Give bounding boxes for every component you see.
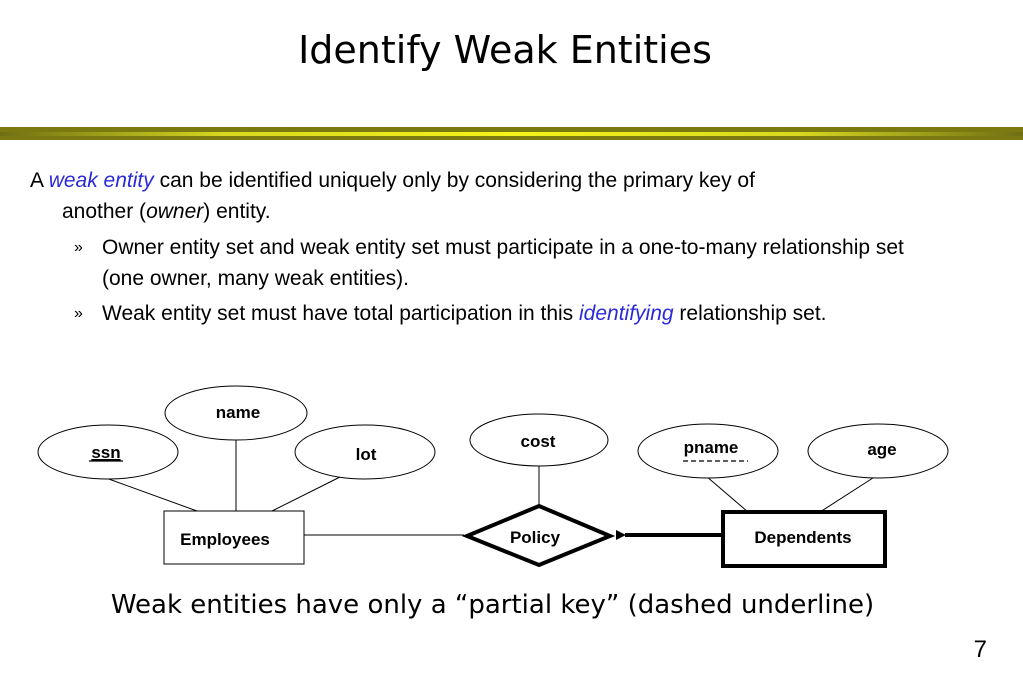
- line-age-dependents: [819, 475, 877, 513]
- intro-line1-rest: can be identified uniquely only by consi…: [153, 169, 755, 192]
- attribute-ssn-label: ssn: [91, 443, 120, 462]
- relationship-policy: [461, 503, 616, 568]
- intro-line2: another (owner) entity.: [30, 196, 930, 227]
- entity-dependents-label: Dependents: [754, 528, 851, 547]
- attribute-age-label: age: [867, 440, 896, 459]
- attribute-age: [807, 423, 949, 479]
- attribute-lot-label: lot: [356, 445, 377, 464]
- title-divider-top: [0, 127, 1023, 132]
- line-lot-employees: [271, 475, 343, 512]
- line-ssn-employees: [105, 477, 198, 512]
- attribute-lot: [294, 424, 436, 480]
- entity-employees: [163, 510, 305, 565]
- bullet-2-before: Weak entity set must have total particip…: [102, 302, 580, 325]
- title-divider-bar: [0, 132, 1023, 136]
- intro-paragraph: A weak entity can be identified uniquely…: [30, 165, 930, 227]
- intro-prefix: A: [30, 169, 49, 192]
- attribute-name: [164, 385, 308, 441]
- relationship-policy-label: Policy: [510, 528, 561, 547]
- attribute-pname-label: pname: [684, 438, 739, 457]
- entity-employees-label: Employees: [180, 530, 270, 549]
- bullet-1-marker: »: [74, 239, 83, 256]
- page-number: 7: [973, 636, 987, 663]
- bullet-2-text: Weak entity set must have total particip…: [102, 298, 994, 329]
- bullet-2: » Weak entity set must have total partic…: [74, 298, 994, 329]
- bullet-2-marker: »: [74, 305, 83, 322]
- bullet-1-text: Owner entity set and weak entity set mus…: [102, 236, 904, 290]
- intro-term-weak-entity: weak entity: [48, 169, 154, 192]
- attribute-pname: [637, 423, 779, 479]
- caption: Weak entities have only a “partial key” …: [110, 590, 875, 620]
- intro-owner: owner: [146, 200, 204, 223]
- intro-line2-start: another (: [62, 200, 147, 223]
- bullet-2-term-identifying: identifying: [579, 302, 674, 325]
- entity-dependents-weak: [721, 510, 887, 568]
- intro-line2-end: ) entity.: [203, 200, 271, 223]
- bullet-2-after: relationship set.: [673, 302, 827, 325]
- line-pname-dependents: [705, 475, 749, 513]
- bullet-1: » Owner entity set and weak entity set m…: [74, 232, 944, 294]
- title-divider-bottom: [0, 136, 1023, 140]
- attribute-name-label: name: [216, 403, 260, 422]
- attribute-cost: [469, 413, 609, 467]
- attribute-ssn: [37, 424, 179, 480]
- attribute-cost-label: cost: [521, 432, 556, 451]
- slide-title: Identify Weak Entities: [298, 28, 712, 72]
